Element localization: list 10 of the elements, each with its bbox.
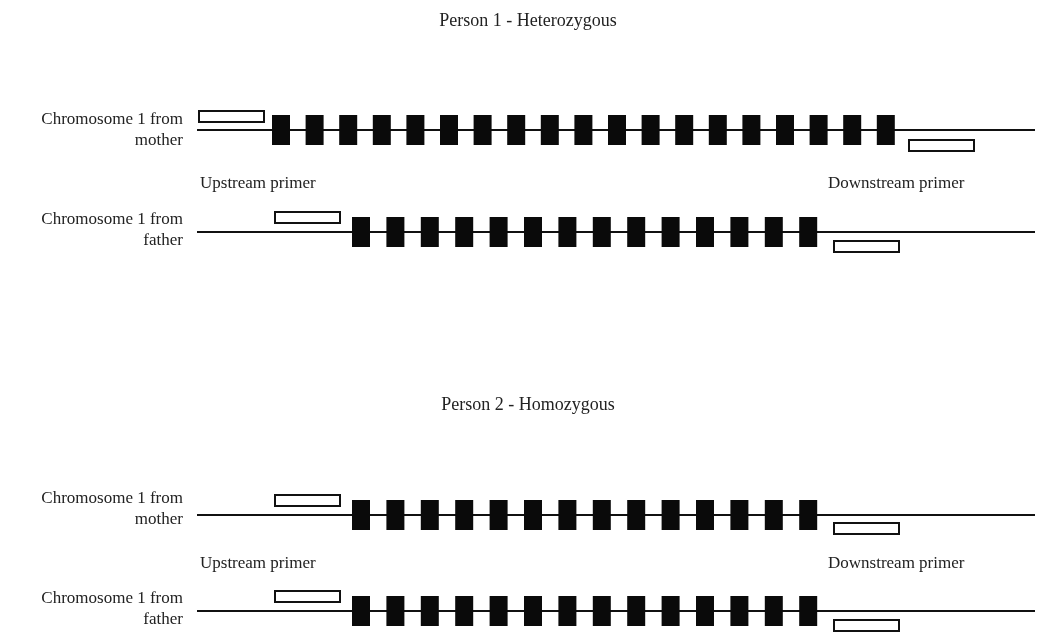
- chromosome-label: Chromosome 1 from father: [40, 587, 183, 629]
- primer-label: Upstream primer: [200, 172, 316, 193]
- chromosome-label: Chromosome 1 from father: [40, 208, 183, 250]
- heading: Person 1 - Heterozygous: [438, 10, 618, 31]
- chromosome-label: Chromosome 1 from mother: [40, 108, 183, 150]
- primer-label: Downstream primer: [828, 552, 965, 573]
- primer-label: Downstream primer: [828, 172, 965, 193]
- primer-label: Upstream primer: [200, 552, 316, 573]
- chromosome-label: Chromosome 1 from mother: [40, 487, 183, 529]
- heading: Person 2 - Homozygous: [440, 394, 616, 415]
